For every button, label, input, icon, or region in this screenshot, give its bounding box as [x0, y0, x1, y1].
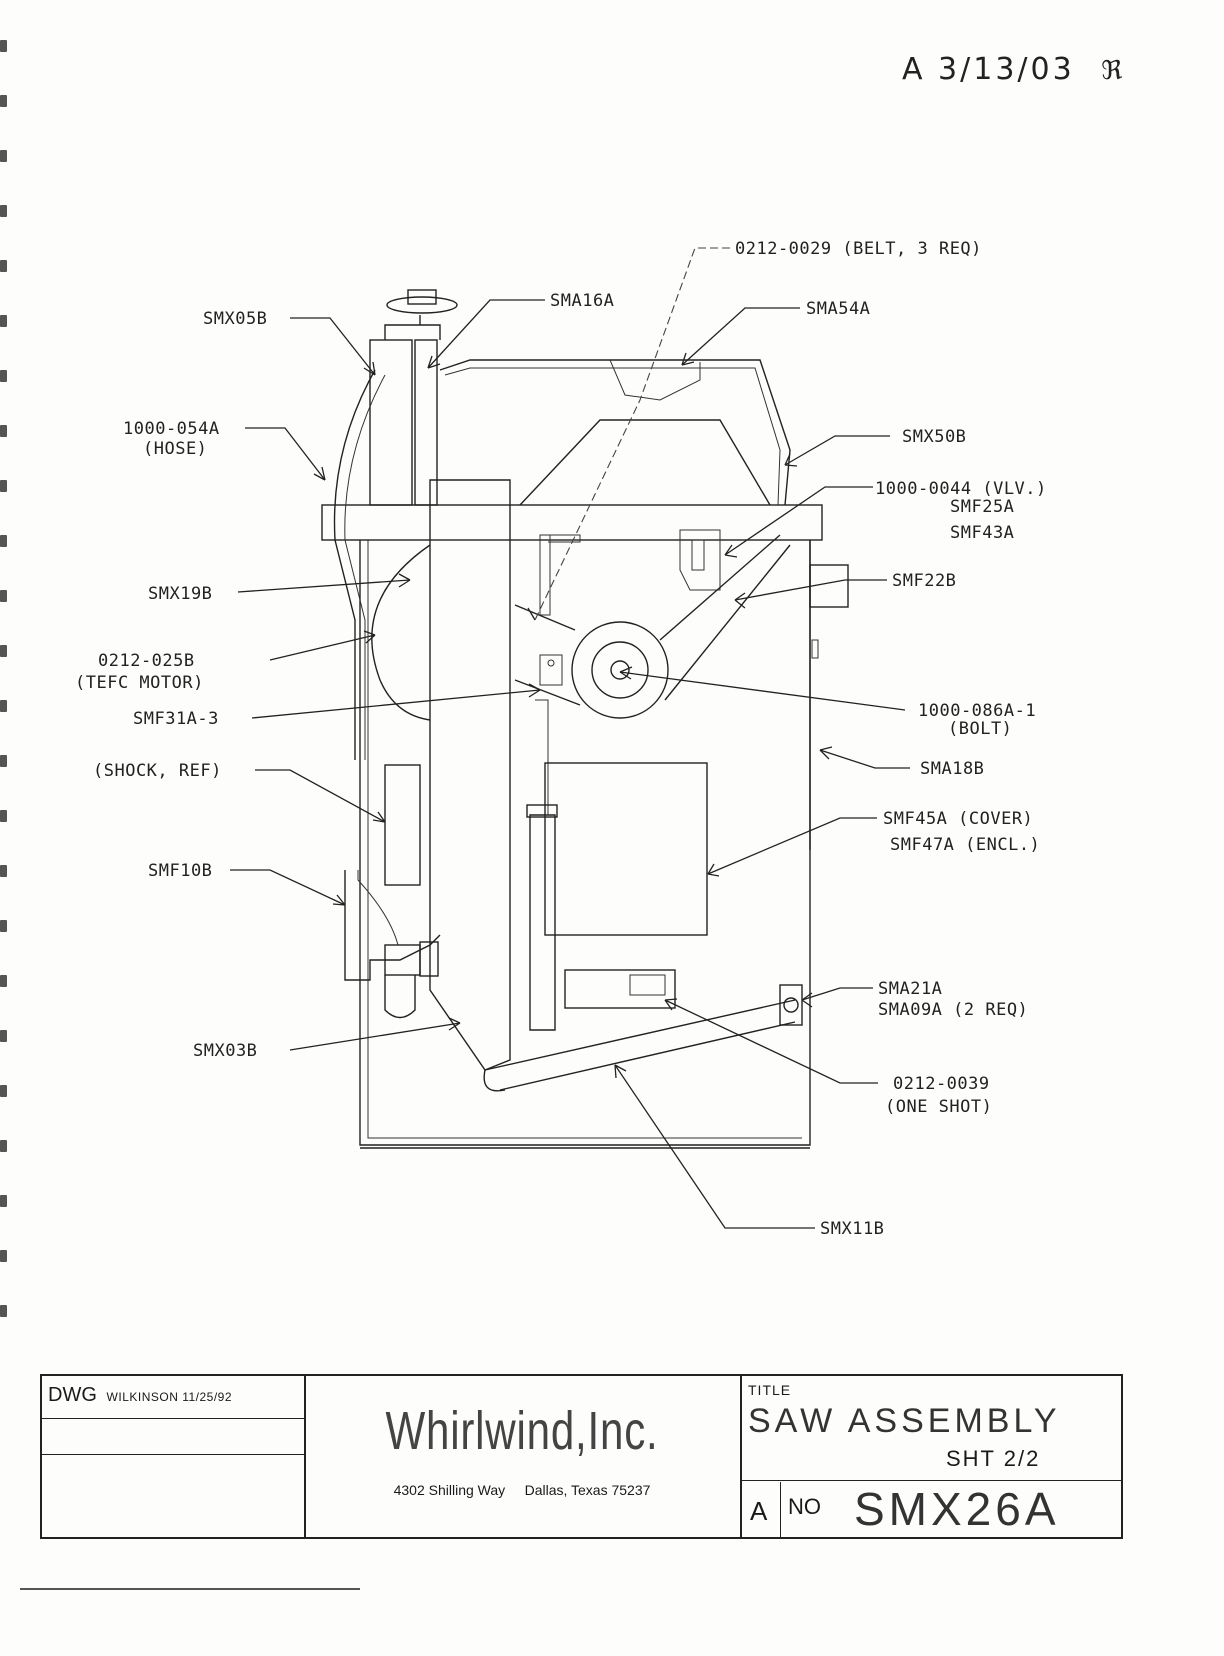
label-sma54a: SMA54A	[806, 299, 870, 319]
binder-mark	[0, 205, 7, 217]
label-motor-part: 0212-025B	[98, 651, 195, 671]
label-smx50b: SMX50B	[902, 427, 966, 447]
label-oneshot-desc: (ONE SHOT)	[885, 1097, 992, 1117]
binder-mark	[0, 810, 7, 822]
initials-signature: ℜ	[1101, 56, 1126, 86]
drawn-by-cell: DWG WILKINSON 11/25/92	[48, 1384, 300, 1407]
label-oneshot-part: 0212-0039	[893, 1074, 990, 1094]
label-hose-part: 1000-054A	[123, 419, 220, 439]
label-sma21a: SMA21A	[878, 979, 942, 999]
binder-mark	[0, 1195, 7, 1207]
binder-mark	[0, 1030, 7, 1042]
label-cover: SMF45A (COVER)	[883, 809, 1033, 829]
label-smf25a: SMF25A	[950, 497, 1014, 517]
label-smx11b: SMX11B	[820, 1219, 884, 1239]
binder-mark	[0, 920, 7, 932]
label-smf43a: SMF43A	[950, 523, 1014, 543]
binder-mark	[0, 260, 7, 272]
binder-mark	[0, 700, 7, 712]
title-cell: TITLE SAW ASSEMBLY SHT 2/2	[746, 1378, 1121, 1478]
scan-edge-line	[20, 1588, 360, 1590]
title-block: DWG WILKINSON 11/25/92 Whirlwind,Inc. 43…	[40, 1374, 1123, 1539]
label-hose-desc: (HOSE)	[143, 439, 207, 459]
assembly-drawing: 0212-0029 (BELT, 3 REQ) SMA16A SMA54A SM…	[75, 239, 1047, 1239]
label-motor-desc: (TEFC MOTOR)	[75, 673, 204, 693]
part-labels: 0212-0029 (BELT, 3 REQ) SMA16A SMA54A SM…	[75, 239, 1047, 1239]
label-bolt-part: 1000-086A-1	[918, 701, 1036, 721]
revision-note-text: A 3/13/03	[902, 52, 1075, 87]
label-smf10b: SMF10B	[148, 861, 212, 881]
binder-mark	[0, 535, 7, 547]
drawn-by: WILKINSON 11/25/92	[106, 1390, 233, 1404]
label-bolt-desc: (BOLT)	[948, 719, 1012, 739]
drawing-number: SMX26A	[854, 1483, 1060, 1535]
binder-mark	[0, 755, 7, 767]
binder-mark	[0, 40, 7, 52]
machine-body	[321, 289, 849, 1149]
label-valve: 1000-0044 (VLV.)	[875, 479, 1047, 499]
revision-note: A 3/13/03 ℜ	[902, 52, 1125, 87]
binder-mark	[0, 315, 7, 327]
binder-mark	[0, 1250, 7, 1262]
label-smx19b: SMX19B	[148, 584, 212, 604]
binder-mark	[0, 1305, 7, 1317]
company-name: Whirlwind,Inc.	[385, 1401, 659, 1461]
binder-mark	[0, 150, 7, 162]
revision-letter: A	[750, 1496, 768, 1526]
number-label: NO	[788, 1494, 821, 1519]
binder-mark	[0, 480, 7, 492]
binder-mark	[0, 590, 7, 602]
dwg-label: DWG	[48, 1384, 97, 1406]
label-sma18b: SMA18B	[920, 759, 984, 779]
binder-mark	[0, 1140, 7, 1152]
label-smf31a3: SMF31A-3	[133, 709, 219, 729]
binder-mark	[0, 1085, 7, 1097]
label-belt: 0212-0029 (BELT, 3 REQ)	[735, 239, 982, 259]
label-smx05b: SMX05B	[203, 309, 267, 329]
binder-mark	[0, 975, 7, 987]
label-sma09a: SMA09A (2 REQ)	[878, 1000, 1028, 1020]
label-encl: SMF47A (ENCL.)	[890, 835, 1040, 855]
company-cell: Whirlwind,Inc. 4302 Shilling Way Dallas,…	[306, 1376, 738, 1537]
binder-mark	[0, 865, 7, 877]
drawing-title: SAW ASSEMBLY	[748, 1402, 1061, 1440]
label-smx03b: SMX03B	[193, 1041, 257, 1061]
leader-lines	[230, 247, 910, 1229]
company-address: 4302 Shilling Way Dallas, Texas 75237	[393, 1482, 651, 1498]
title-label: TITLE	[748, 1382, 792, 1398]
binder-mark	[0, 645, 7, 657]
label-smf22b: SMF22B	[892, 571, 956, 591]
binder-mark	[0, 370, 7, 382]
sheet-number: SHT 2/2	[946, 1446, 1041, 1471]
label-sma16a: SMA16A	[550, 291, 614, 311]
binder-mark	[0, 425, 7, 437]
binder-mark	[0, 95, 7, 107]
label-shock: (SHOCK, REF)	[93, 761, 222, 781]
